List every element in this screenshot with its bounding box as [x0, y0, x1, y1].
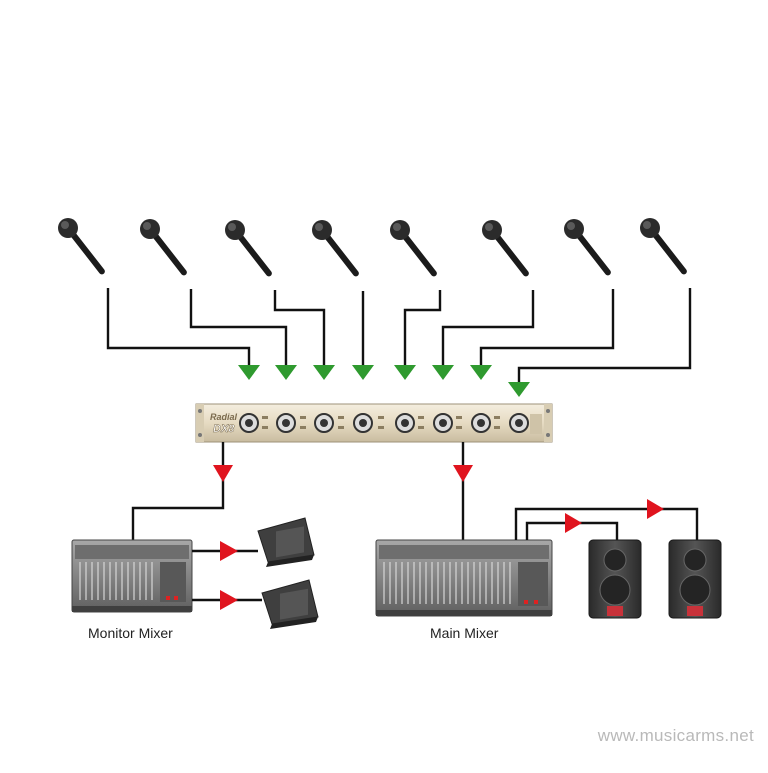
watermark: www.musicarms.net — [597, 726, 754, 745]
monitor-send-arrows — [220, 541, 238, 610]
input-arrows — [238, 365, 530, 397]
splitter-brand: Radial — [210, 412, 238, 422]
monitor-send-cables — [192, 549, 262, 602]
xlr-jacks — [239, 413, 529, 433]
output-arrows — [213, 465, 473, 482]
monitor-mixer — [71, 539, 193, 613]
main-mixer-label: Main Mixer — [430, 625, 499, 641]
splitter-model: DX8 — [213, 423, 235, 435]
microphones — [58, 218, 689, 278]
monitor-wedges — [257, 517, 319, 629]
main-mixer — [375, 539, 553, 617]
main-output-cables — [514, 507, 699, 540]
main-speakers — [588, 539, 722, 619]
main-output-arrows — [565, 499, 664, 533]
monitor-mixer-label: Monitor Mixer — [88, 625, 173, 641]
mic-cables — [106, 288, 692, 382]
rack-splitter: Radial DX8 — [195, 403, 553, 443]
